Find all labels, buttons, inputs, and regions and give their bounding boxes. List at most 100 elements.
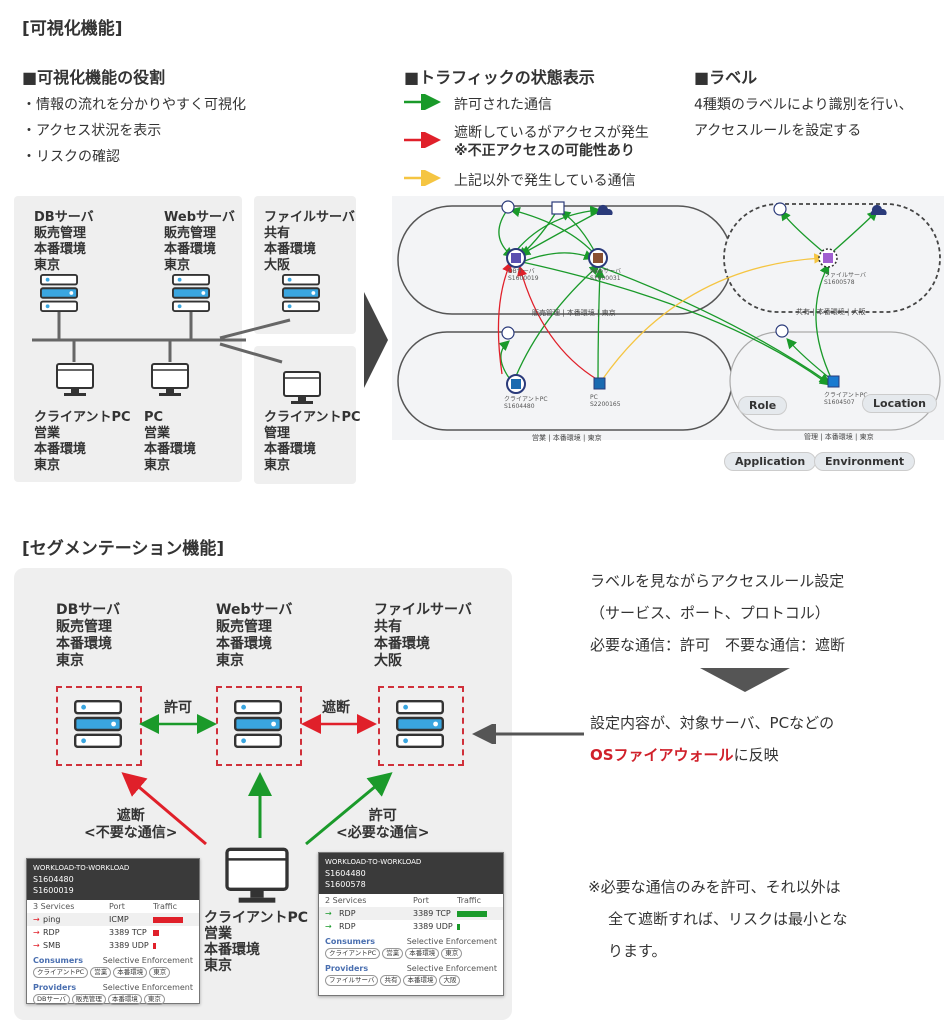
label-chip: 東京 bbox=[149, 967, 171, 978]
roles-title: ■可視化機能の役割 bbox=[22, 68, 166, 87]
reflect-text: 設定内容が、対象サーバ、PCなどの bbox=[590, 714, 835, 732]
deny-unneeded-label: 遮断 <不要な通信> bbox=[84, 808, 178, 841]
tag-role: Role bbox=[738, 396, 788, 415]
allow-needed-label: 許可 <必要な通信> bbox=[336, 808, 430, 841]
labels-desc: 4種類のラベルにより識別を行い、 bbox=[694, 97, 913, 113]
web-server-label: Webサーバ 販売管理 本番環境 東京 bbox=[164, 210, 235, 273]
tag-environment: Environment bbox=[814, 452, 916, 471]
seg-db-label: DBサーバ 販売管理 本番環境 東京 bbox=[56, 602, 121, 669]
labels-desc: アクセスルールを設定する bbox=[694, 123, 862, 139]
svc-count: 3 Services bbox=[33, 902, 75, 911]
green-arrow-icon bbox=[404, 94, 441, 110]
down-triangle-icon bbox=[700, 668, 790, 692]
pc-label: PC 営業 本番環境 東京 bbox=[144, 410, 197, 473]
popup-title: WORKLOAD-TO-WORKLOAD bbox=[325, 858, 422, 866]
port-header: Port bbox=[109, 902, 125, 911]
allow-label: 許可 bbox=[164, 700, 192, 716]
rule-text: ラベルを見ながらアクセスルール設定 bbox=[590, 572, 845, 590]
group-label: 営業 | 本番環境 | 東京 bbox=[532, 434, 602, 442]
network-lines bbox=[32, 312, 291, 364]
role-item: ・情報の流れを分かりやすく可視化 bbox=[22, 97, 246, 113]
pc-icon bbox=[150, 362, 190, 398]
chevron-right-icon bbox=[364, 292, 388, 388]
label-chip: 本番環境 bbox=[403, 975, 438, 986]
consumers-label: Consumers bbox=[325, 937, 375, 946]
label-chip: 本番環境 bbox=[113, 967, 148, 978]
label-chip: DBサーバ bbox=[33, 994, 70, 1005]
popup-workload-a: S1604480 bbox=[325, 869, 366, 878]
seg-file-label: ファイルサーバ 共有 本番環境 大阪 bbox=[374, 602, 472, 669]
popup-title: WORKLOAD-TO-WORKLOAD bbox=[33, 864, 130, 872]
role-item: ・アクセス状況を表示 bbox=[22, 123, 162, 139]
legend-blocked-note: ※不正アクセスの可能性あり bbox=[454, 143, 635, 159]
note-text: ります。 bbox=[608, 942, 667, 960]
group-label: 管理 | 本番環境 | 東京 bbox=[804, 433, 874, 441]
consumers-label: Consumers bbox=[33, 956, 83, 965]
tag-application: Application bbox=[724, 452, 817, 471]
legend-allowed: 許可された通信 bbox=[454, 97, 552, 113]
labels-title: ■ラベル bbox=[694, 68, 758, 87]
label-chip: 本番環境 bbox=[405, 948, 440, 959]
label-chip: クライアントPC bbox=[33, 967, 89, 978]
section-title-visualization: [可視化機能] bbox=[22, 19, 123, 39]
seg-web-label: Webサーバ 販売管理 本番環境 東京 bbox=[216, 602, 293, 669]
label-chip: 東京 bbox=[143, 994, 165, 1005]
group-label: 販売管理 | 本番環境 | 東京 bbox=[532, 309, 616, 317]
tag-location: Location bbox=[862, 394, 937, 413]
rule-text: 必要な通信：許可 不要な通信：遮断 bbox=[590, 636, 846, 654]
traffic-header: Traffic bbox=[457, 896, 482, 905]
legend-other: 上記以外で発生している通信 bbox=[454, 173, 636, 189]
label-chip: ファイルサーバ bbox=[325, 975, 379, 986]
traffic-header: Traffic bbox=[153, 902, 178, 911]
group-label: 共有 | 本番環境 | 大阪 bbox=[796, 308, 866, 316]
label-chip: 本番環境 bbox=[107, 994, 142, 1005]
note-text: ※必要な通信のみを許可、それ以外は bbox=[588, 878, 841, 896]
label-chip: 共有 bbox=[380, 975, 402, 986]
yellow-arrow-icon bbox=[404, 170, 441, 186]
red-arrow-icon bbox=[404, 132, 441, 148]
section-title-segmentation: [セグメンテーション機能] bbox=[22, 539, 225, 559]
file-server-label: ファイルサーバ 共有 本番環境 大阪 bbox=[264, 210, 355, 273]
providers-label: Providers bbox=[33, 983, 77, 992]
label-chip: 販売管理 bbox=[71, 994, 106, 1005]
role-item: ・リスクの確認 bbox=[22, 149, 120, 165]
label-chip: 大阪 bbox=[439, 975, 461, 986]
label-chip: 営業 bbox=[90, 967, 112, 978]
client2-panel bbox=[254, 346, 356, 484]
seg-client-pc-icon bbox=[222, 846, 292, 906]
legend-blocked: 遮断しているがアクセスが発生 bbox=[454, 125, 649, 141]
popup-workload-a: S1604480 bbox=[33, 875, 74, 884]
rule-text: （サービス、ポート、プロトコル） bbox=[590, 604, 830, 622]
traffic-title: ■トラフィックの状態表示 bbox=[404, 68, 595, 87]
popup-workload-b: S1600578 bbox=[325, 880, 366, 889]
svc-count: 2 Services bbox=[325, 896, 367, 905]
client2-pc-label: クライアントPC 管理 本番環境 東京 bbox=[264, 410, 361, 473]
label-chip: クライアントPC bbox=[325, 948, 381, 959]
port-header: Port bbox=[413, 896, 429, 905]
providers-label: Providers bbox=[325, 964, 369, 973]
client2-pc-icon bbox=[282, 370, 322, 406]
reflect-text-2: OSファイアウォールに反映 bbox=[590, 746, 779, 764]
label-chip: 営業 bbox=[382, 948, 404, 959]
segmentation-arrows bbox=[121, 714, 393, 846]
label-chip: 東京 bbox=[441, 948, 463, 959]
seg-client-label: クライアントPC 営業 本番環境 東京 bbox=[204, 910, 308, 974]
db-server-label: DBサーバ 販売管理 本番環境 東京 bbox=[34, 210, 94, 273]
client-pc-label: クライアントPC 営業 本番環境 東京 bbox=[34, 410, 131, 473]
popup-workload-b: S1600019 bbox=[33, 886, 74, 895]
left-arrow-icon bbox=[472, 724, 584, 744]
